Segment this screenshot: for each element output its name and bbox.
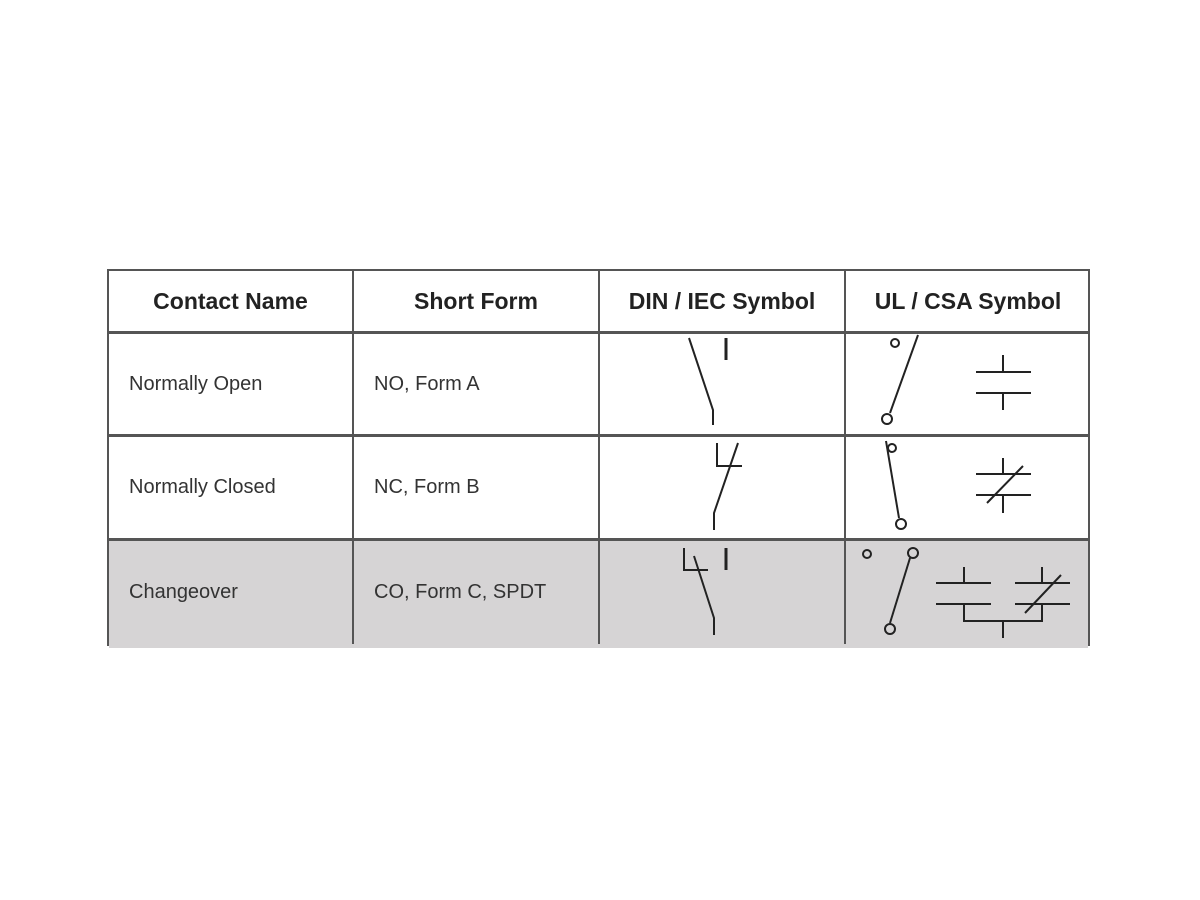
row-divider bbox=[109, 538, 1088, 541]
contact-name-cell: Normally Open bbox=[129, 372, 263, 395]
header-din-iec-symbol: DIN / IEC Symbol bbox=[628, 287, 816, 314]
contact-name-cell: Changeover bbox=[129, 581, 238, 603]
header-short-form: Short Form bbox=[414, 287, 538, 314]
column-divider bbox=[844, 271, 846, 644]
header-ul-csa-symbol: UL / CSA Symbol bbox=[874, 287, 1062, 314]
din-no-contact-icon bbox=[688, 337, 728, 425]
ul-no-contact-icon bbox=[881, 334, 1031, 425]
din-changeover-contact-icon bbox=[683, 548, 728, 635]
short-form-cell: NO, Form A bbox=[374, 372, 480, 395]
ul-changeover-contact-icon bbox=[862, 547, 1070, 638]
header-contact-name: Contact Name bbox=[153, 287, 308, 314]
row-divider bbox=[109, 331, 1088, 334]
contact-name-cell: Normally Closed bbox=[129, 476, 276, 498]
column-divider bbox=[352, 271, 354, 644]
row-divider bbox=[109, 434, 1088, 437]
short-form-cell: NC, Form B bbox=[374, 476, 480, 498]
contact-types-table: Contact Name Short Form DIN / IEC Symbol… bbox=[107, 269, 1090, 648]
din-nc-contact-icon bbox=[713, 442, 742, 530]
ul-nc-contact-icon bbox=[885, 440, 1031, 530]
column-divider bbox=[598, 271, 600, 644]
short-form-cell: CO, Form C, SPDT bbox=[374, 581, 547, 603]
